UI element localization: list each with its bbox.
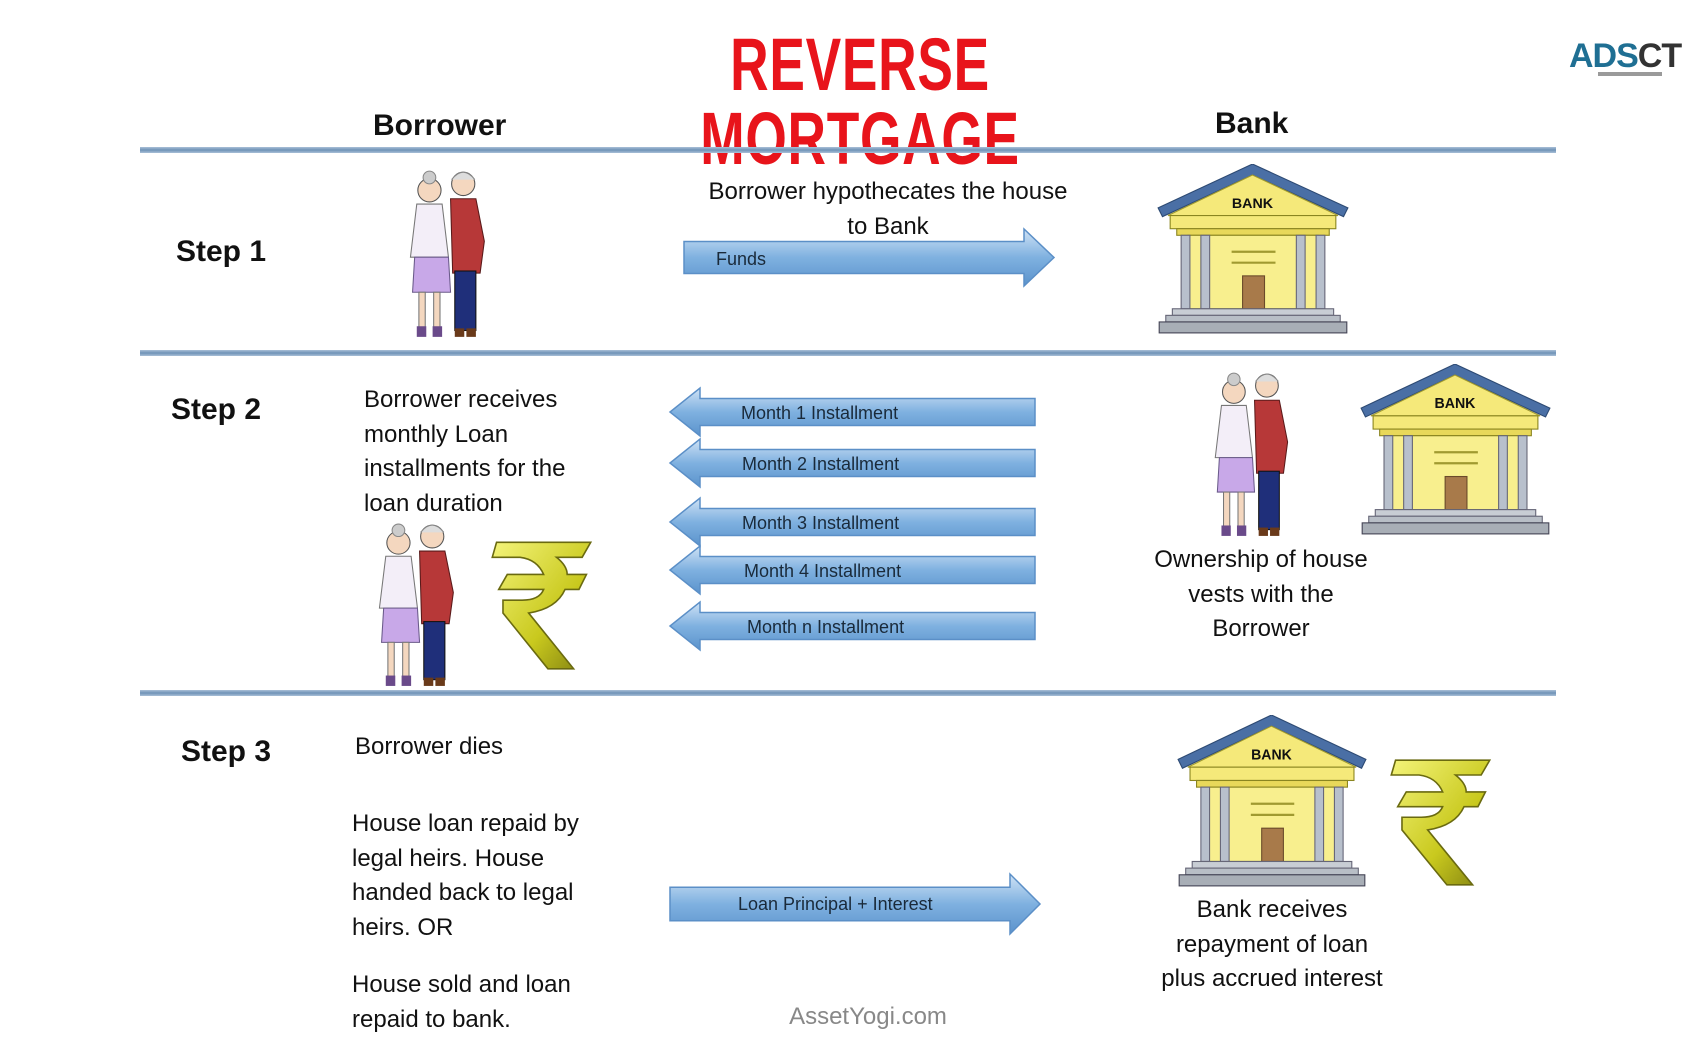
page-title: REVERSE MORTGAGE: [700, 23, 1020, 180]
divider: [140, 147, 1556, 153]
loan-repayment-arrow: Loan Principal + Interest: [669, 872, 1042, 936]
logo-underline: [1598, 72, 1662, 76]
divider: [140, 350, 1556, 356]
arrow-shape: [668, 386, 1036, 438]
step-3-label: Step 3: [181, 735, 272, 768]
bank-building-icon: BANK: [1177, 714, 1367, 887]
divider: [140, 690, 1556, 696]
installment-arrow: Month 2 Installment: [668, 437, 1036, 489]
adsct-logo: ADSCT: [1569, 37, 1682, 75]
arrow-shape: [668, 544, 1036, 596]
watermark: AssetYogi.com: [789, 1003, 947, 1030]
elderly-couple-illustration: [371, 522, 466, 688]
installment-arrow: Month 1 Installment: [668, 386, 1036, 438]
arrow-shape: [668, 496, 1036, 548]
couple-svg: [378, 523, 454, 686]
column-header-bank: Bank: [1215, 107, 1289, 140]
elderly-couple-illustration: [1207, 371, 1300, 538]
arrow-shape: [668, 600, 1036, 652]
column-header-borrower: Borrower: [373, 109, 507, 142]
couple-svg: [1214, 372, 1289, 536]
rupee-svg: [491, 541, 593, 670]
rupee-svg: [1390, 759, 1492, 886]
couple-svg: [409, 170, 485, 337]
step-3-event: Borrower dies: [355, 733, 504, 760]
installment-arrow: Month 4 Installment: [668, 544, 1036, 596]
arrow-shape: [683, 227, 1056, 288]
funds-arrow: Funds: [683, 227, 1056, 288]
elderly-couple-illustration: [402, 169, 497, 339]
bank-building-icon: BANK: [1157, 163, 1349, 334]
installment-arrow: Month 3 Installment: [668, 496, 1036, 548]
bank-sign: BANK: [1251, 747, 1292, 763]
rupee-icon: [1387, 756, 1494, 888]
bank-svg: BANK: [1177, 714, 1367, 887]
bank-sign: BANK: [1232, 196, 1274, 212]
installment-arrow: Month n Installment: [668, 600, 1036, 652]
rupee-icon: [488, 538, 595, 672]
bank-svg: BANK: [1157, 163, 1349, 334]
bank-svg: BANK: [1360, 363, 1551, 535]
bank-sign: BANK: [1434, 396, 1476, 412]
arrow-shape: [668, 437, 1036, 489]
step-2-label: Step 2: [171, 393, 262, 426]
arrow-shape: [669, 872, 1042, 936]
step-1-label: Step 1: [176, 235, 267, 268]
bank-building-icon: BANK: [1360, 363, 1551, 535]
